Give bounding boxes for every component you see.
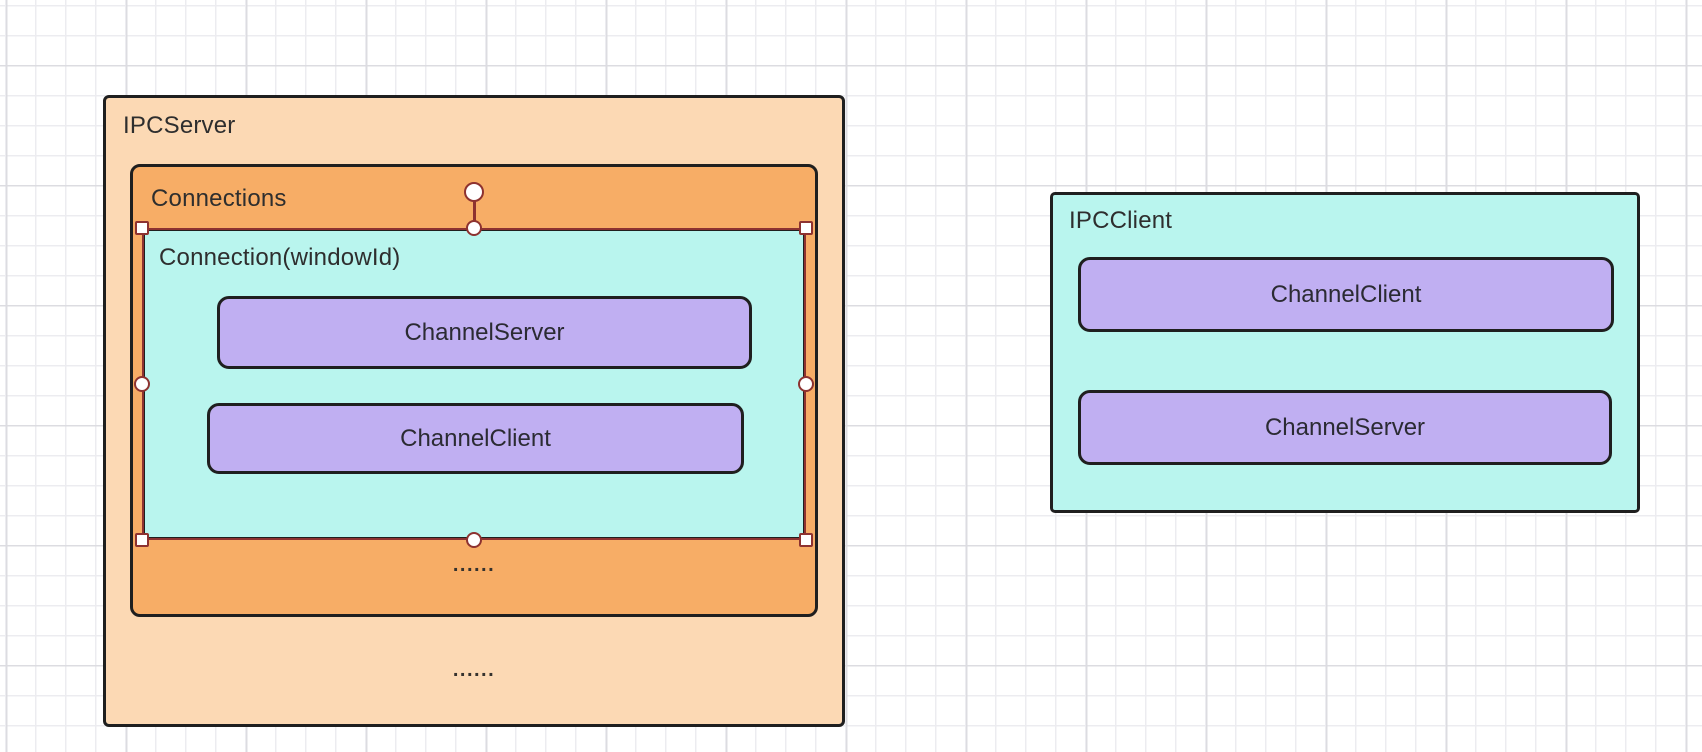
ipcclient-channelserver-box[interactable]: ChannelServer bbox=[1078, 390, 1612, 465]
selection-handle-top-right[interactable] bbox=[799, 221, 813, 235]
ipcserver-ellipsis: ...... bbox=[452, 659, 496, 681]
ipcserver-title: IPCServer bbox=[123, 112, 236, 139]
selection-handle-top-left[interactable] bbox=[135, 221, 149, 235]
ipcclient-channelclient-label: ChannelClient bbox=[1270, 280, 1422, 308]
selection-rotation-stem bbox=[473, 200, 476, 230]
ipcclient-channelserver-label: ChannelServer bbox=[1264, 413, 1426, 441]
connection-windowid-title: Connection(windowId) bbox=[159, 244, 401, 271]
connections-ellipsis: ...... bbox=[452, 554, 496, 576]
ipcclient-channelclient-box[interactable]: ChannelClient bbox=[1078, 257, 1614, 332]
channelserver-label: ChannelServer bbox=[404, 318, 565, 346]
channelclient-box[interactable]: ChannelClient bbox=[207, 403, 744, 474]
selection-handle-bottom-center[interactable] bbox=[466, 532, 482, 548]
connections-title: Connections bbox=[151, 185, 287, 212]
ipcclient-title: IPCClient bbox=[1069, 207, 1173, 234]
channelserver-box[interactable]: ChannelServer bbox=[217, 296, 752, 369]
selection-handle-top-center[interactable] bbox=[466, 220, 482, 236]
connection-windowid-group[interactable]: Connection(windowId) bbox=[142, 228, 806, 540]
selection-handle-middle-right[interactable] bbox=[798, 376, 814, 392]
selection-handle-bottom-left[interactable] bbox=[135, 533, 149, 547]
selection-rotation-handle[interactable] bbox=[464, 182, 484, 202]
selection-handle-bottom-right[interactable] bbox=[799, 533, 813, 547]
channelclient-label: ChannelClient bbox=[400, 424, 551, 452]
selection-handle-middle-left[interactable] bbox=[134, 376, 150, 392]
